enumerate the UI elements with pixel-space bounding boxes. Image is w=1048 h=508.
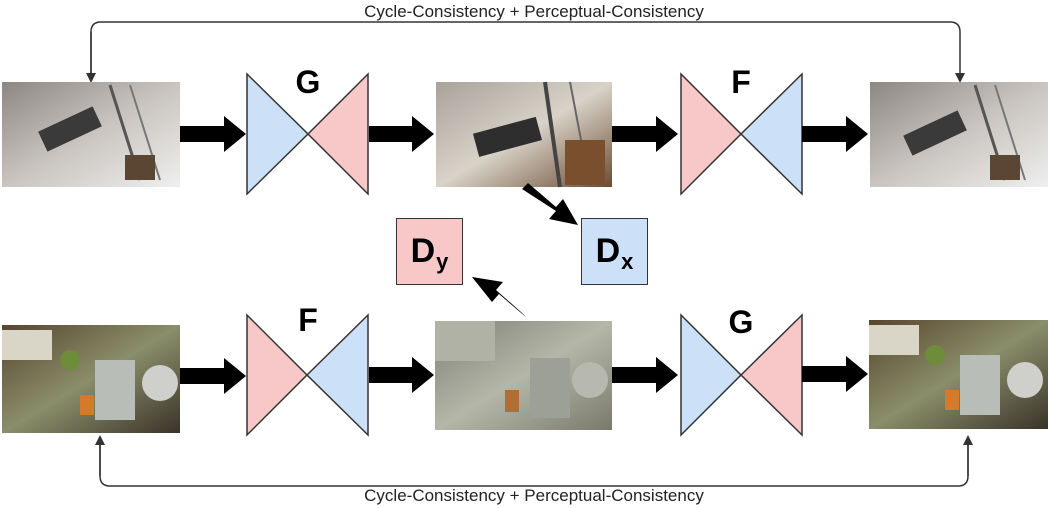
top-loss-label: Cycle-Consistency + Perceptual-Consisten… xyxy=(364,2,704,21)
arrow-to-dx xyxy=(522,183,578,225)
network-top-second-label: F xyxy=(731,64,751,100)
bottom-cycle-loop xyxy=(99,440,969,487)
discriminator-dy-main: D xyxy=(410,232,436,270)
discriminator-dx-main: D xyxy=(595,232,621,270)
network-bottom-first-label: F xyxy=(298,302,318,338)
image-top-input xyxy=(2,82,180,187)
network-bottom-first-shape xyxy=(246,313,369,437)
arrow-top-4 xyxy=(802,116,868,152)
arrow-top-3 xyxy=(612,116,678,152)
network-top-first-label: G xyxy=(295,64,321,100)
bottom-loss-label: Cycle-Consistency + Perceptual-Consisten… xyxy=(364,486,704,505)
discriminator-dx-sub: x xyxy=(621,248,634,274)
top-cycle-loop xyxy=(90,21,965,83)
image-top-reconstructed xyxy=(870,82,1048,187)
thick-arrows xyxy=(180,116,868,394)
image-bottom-reconstructed xyxy=(869,320,1048,429)
network-top-first-shape xyxy=(246,72,369,196)
image-bottom-translated xyxy=(435,321,612,430)
arrow-top-1 xyxy=(180,116,246,152)
arrow-bottom-3 xyxy=(612,357,678,393)
arrow-to-dy xyxy=(472,277,527,318)
arrow-bottom-2 xyxy=(369,357,434,393)
arrow-bottom-4 xyxy=(802,356,868,392)
arrow-bottom-1 xyxy=(180,358,246,394)
image-top-translated xyxy=(436,81,612,188)
image-bottom-input xyxy=(2,325,180,433)
discriminator-dy-sub: y xyxy=(436,248,449,274)
network-bottom-second-label: G xyxy=(728,304,754,340)
arrow-top-2 xyxy=(369,116,434,152)
